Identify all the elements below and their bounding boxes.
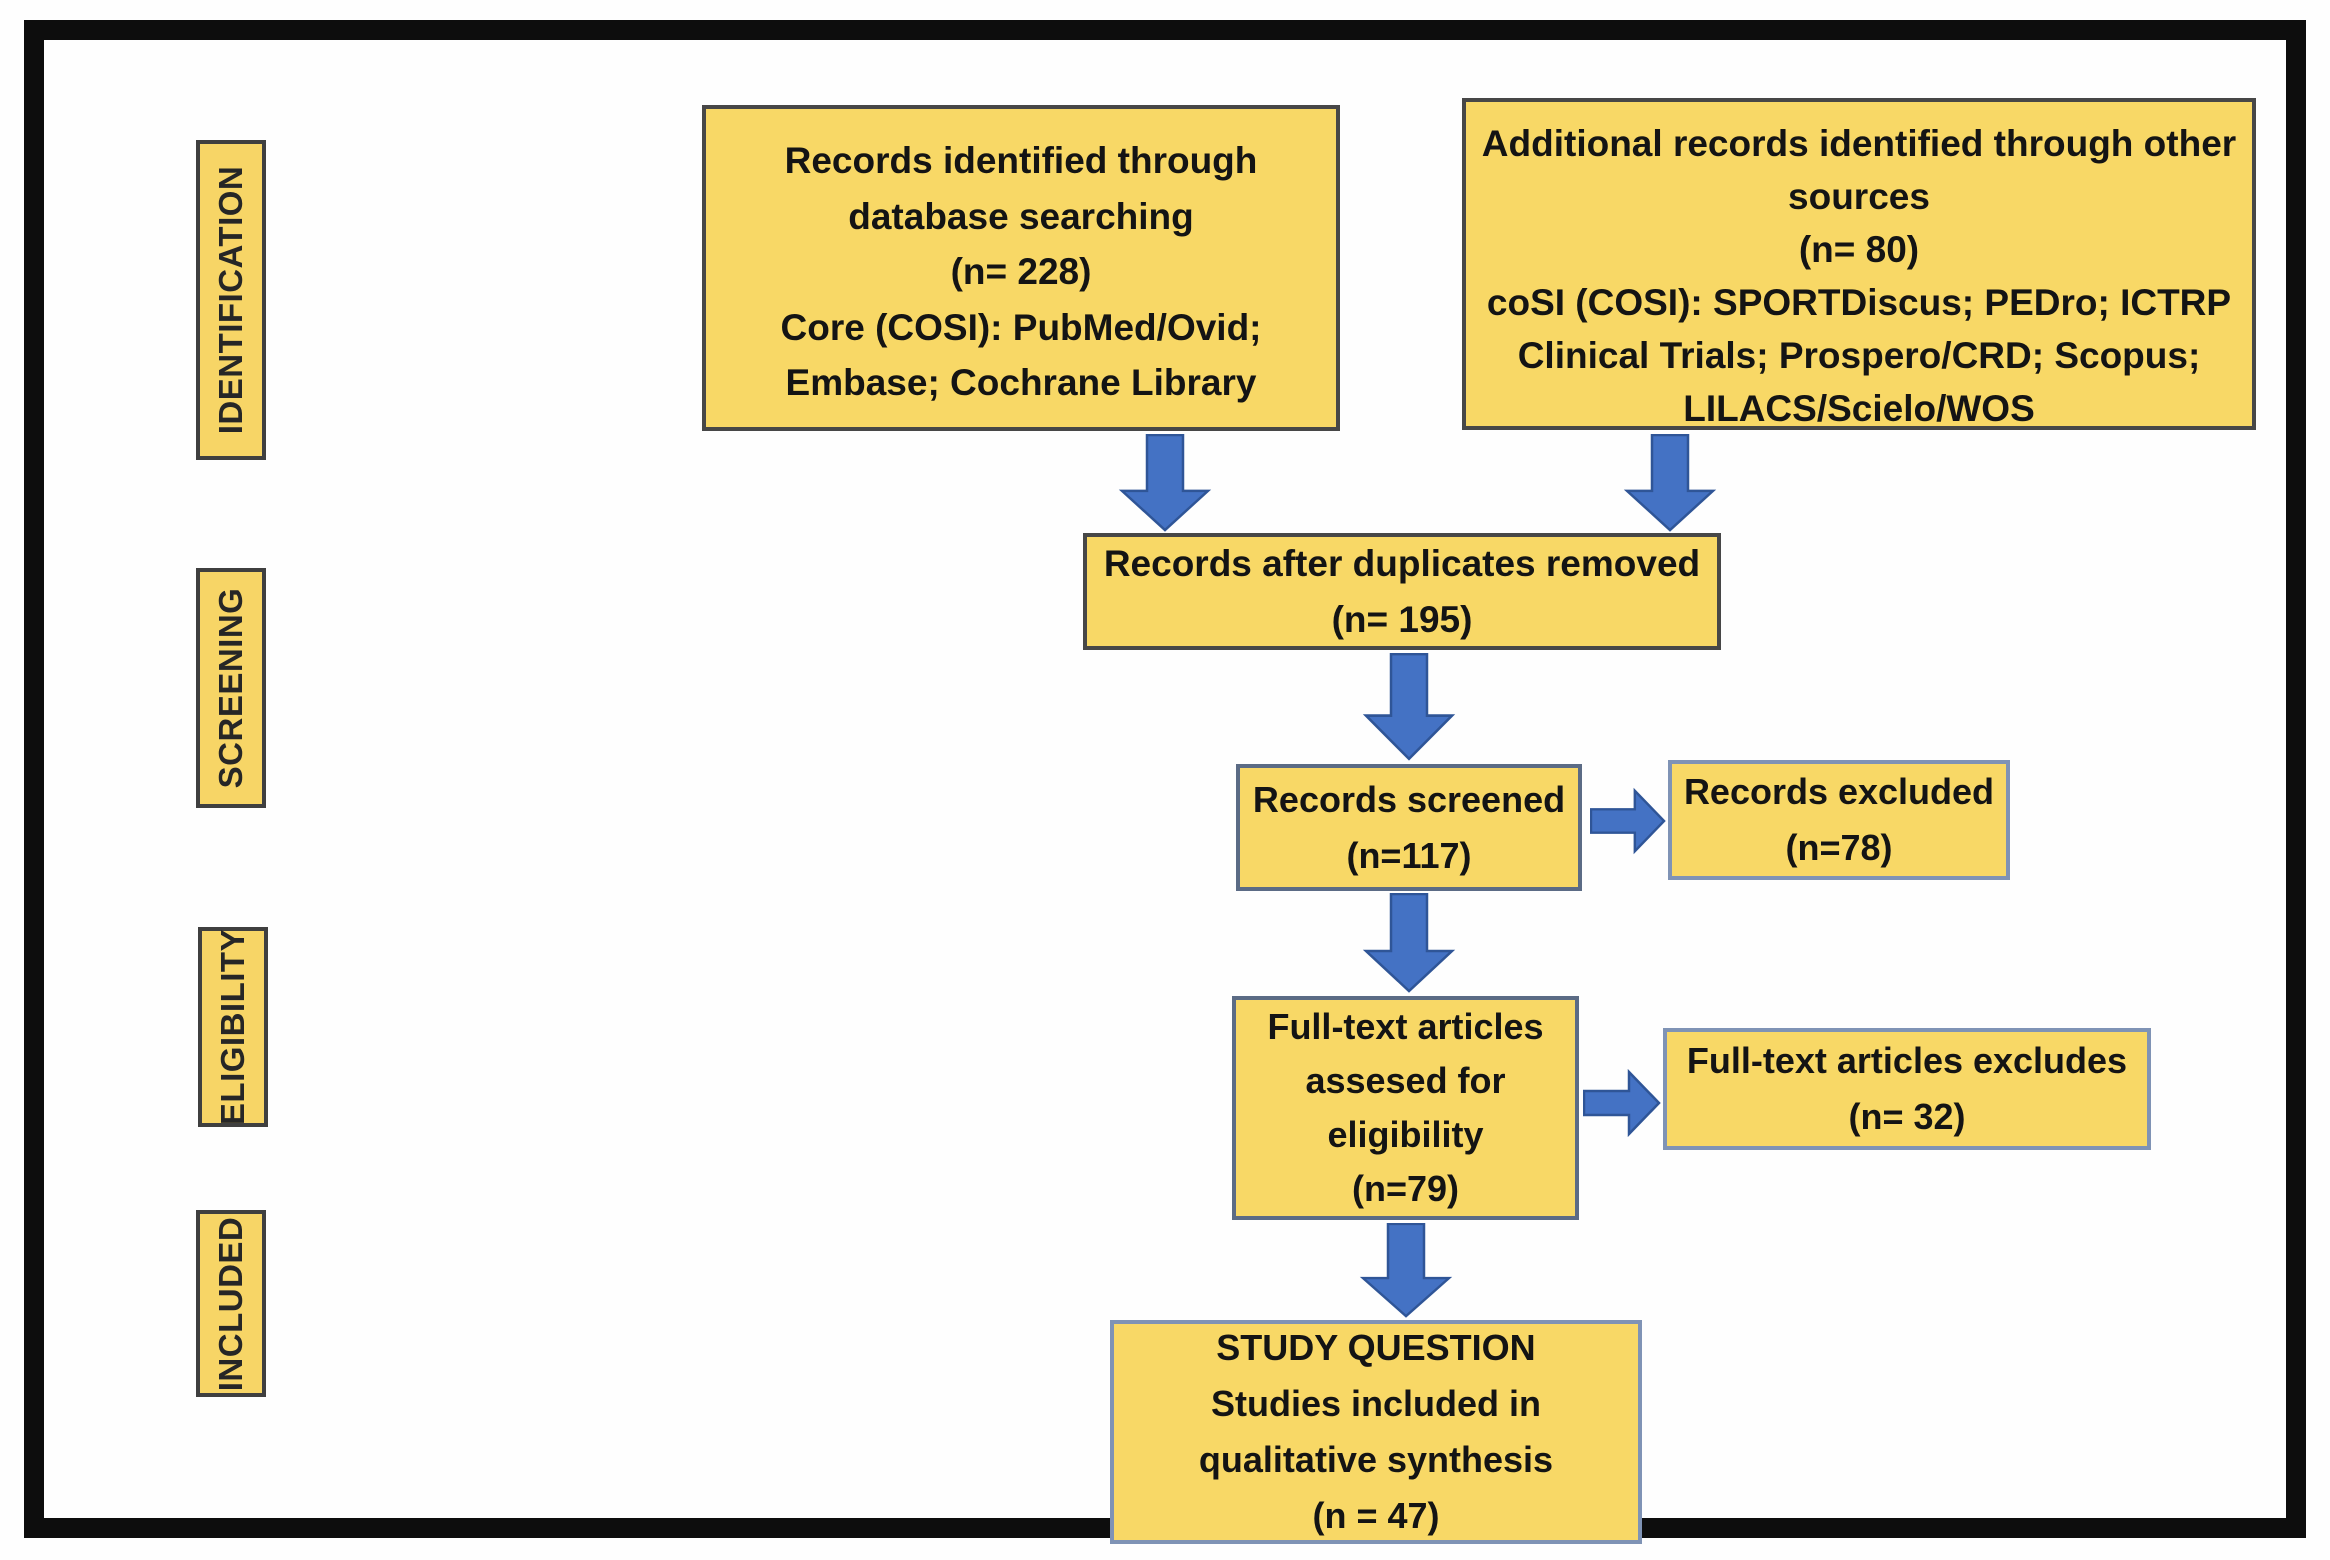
box-text-line: Embase; Cochrane Library (785, 362, 1257, 403)
box-text-line: (n= 195) (1331, 598, 1473, 640)
down-arrow-icon (1362, 893, 1456, 993)
stage-label-eligibility: ELIGIBILITY (198, 927, 268, 1127)
down-arrow-icon (1359, 1223, 1453, 1318)
box-text-line: eligibility (1327, 1114, 1484, 1155)
box-text-line: Full-text articles excludes (1686, 1040, 2128, 1082)
box-text-line: sources (1788, 175, 1930, 217)
box-studies-included: STUDY QUESTION Studies included in qualita… (1110, 1320, 1642, 1544)
box-records-identified-database: Records identified through database searc… (702, 105, 1340, 431)
box-additional-records-other-sources: Additional records identified through ot… (1462, 98, 2256, 430)
stage-label-text: ELIGIBILITY (214, 928, 251, 1126)
box-text-line: coSI (COSI): SPORTDiscus; PEDro; ICTRP (1486, 281, 2232, 323)
box-text-line: (n= 32) (1848, 1096, 1966, 1137)
box-text-line: Additional records identified through ot… (1481, 123, 2237, 164)
box-text-line: LILACS/Scielo/WOS (1683, 387, 2035, 429)
right-arrow-icon (1583, 1064, 1661, 1142)
box-records-after-duplicates: Records after duplicates removed (n= 195) (1083, 533, 1721, 650)
box-text-line: Full-text articles (1267, 1006, 1544, 1047)
box-text-line: (n=117) (1346, 834, 1472, 876)
box-text-line: qualitative synthesis (1198, 1439, 1554, 1480)
right-arrow-icon (1590, 783, 1666, 859)
box-text-line: (n= 228) (950, 251, 1092, 292)
box-records-excluded: Records excluded (n=78) (1668, 760, 2010, 880)
diagram-outer-frame: IDENTIFICATION SCREENING ELIGIBILITY INC… (24, 20, 2306, 1544)
box-text-line: assesed for (1305, 1060, 1506, 1101)
box-text-line: (n=78) (1785, 827, 1893, 868)
stage-label-identification: IDENTIFICATION (196, 140, 266, 460)
box-text-line: (n=79) (1351, 1168, 1460, 1209)
box-text-line: Studies included in (1210, 1383, 1542, 1425)
down-arrow-icon (1118, 434, 1212, 532)
box-records-screened: Records screened (n=117) (1236, 764, 1582, 891)
stage-label-text: IDENTIFICATION (212, 165, 249, 435)
box-fulltext-assessed: Full-text articles assesed for eligibility… (1232, 996, 1579, 1220)
box-text-line: database searching (848, 195, 1194, 237)
box-text-line: Records identified through (784, 140, 1258, 181)
box-text-line: Records excluded (1683, 771, 1995, 813)
down-arrow-icon (1362, 653, 1456, 761)
box-text-line: (n= 80) (1798, 228, 1920, 270)
down-arrow-icon (1623, 434, 1717, 532)
stage-label-text: SCREENING (212, 587, 249, 789)
box-text-line: STUDY QUESTION (1216, 1327, 1536, 1369)
box-text-line: (n = 47) (1312, 1494, 1440, 1536)
stage-label-included: INCLUDED (196, 1210, 266, 1397)
box-text-line: Records screened (1252, 778, 1566, 820)
stage-label-text: INCLUDED (212, 1216, 249, 1391)
box-text-line: Records after duplicates removed (1103, 543, 1701, 584)
box-text-line: Clinical Trials; Prospero/CRD; Scopus; (1517, 334, 2201, 376)
stage-label-screening: SCREENING (196, 568, 266, 808)
box-fulltext-excluded: Full-text articles excludes (n= 32) (1663, 1028, 2151, 1150)
box-text-line: Core (COSI): PubMed/Ovid; (780, 306, 1262, 348)
